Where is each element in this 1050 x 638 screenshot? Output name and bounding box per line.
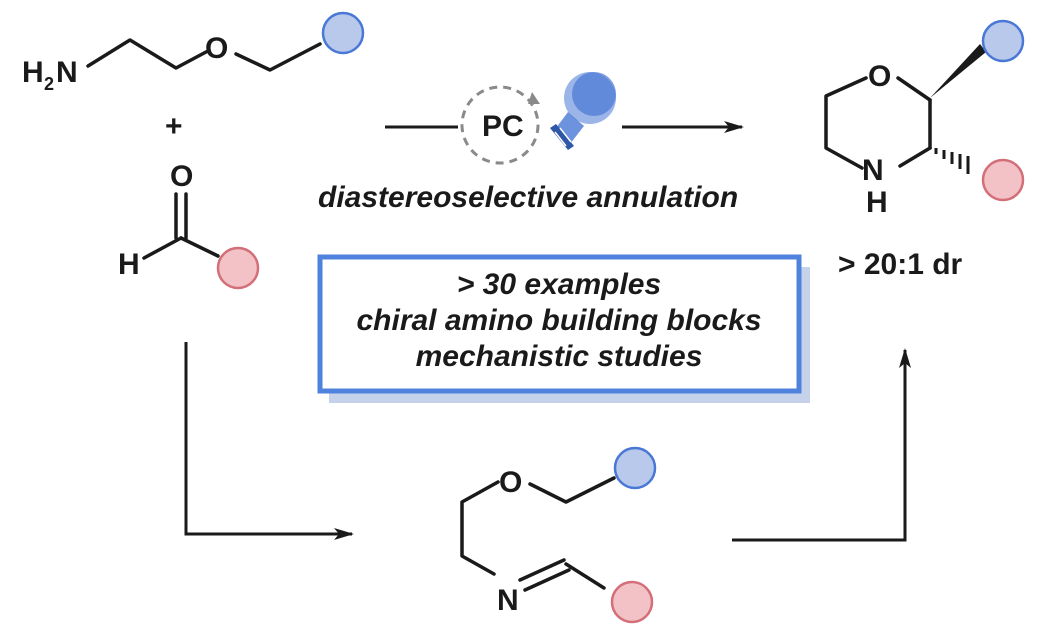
morpholine-product: O N H (824, 19, 1025, 219)
wedge-bond (930, 44, 986, 98)
dr-label: > 20:1 dr (838, 248, 963, 281)
product-nitrogen-label: N (862, 154, 884, 187)
hash-bond (934, 148, 970, 174)
intermediate-oxygen-label: O (499, 466, 522, 499)
amine-subscript-2: 2 (44, 74, 54, 94)
reaction-label: diastereoselective annulation (318, 181, 738, 214)
amine-chain-bonds (86, 38, 208, 70)
intermediate-red-substituent (610, 580, 654, 624)
amine-h-label: H (22, 56, 44, 89)
product-red-substituent (981, 158, 1025, 202)
imine-intermediate: O N (460, 446, 657, 624)
ether-chain-bonds (234, 42, 322, 72)
aldehyde-h-label: H (118, 248, 140, 281)
aldehyde-reactant: O H (118, 160, 260, 290)
aldehyde-oxygen-label: O (170, 160, 193, 193)
ring-left-bonds (824, 76, 868, 170)
red-substituent-circle (216, 246, 260, 290)
intermediate-ether-chain (528, 476, 616, 504)
aldehyde-h-bond (142, 236, 183, 260)
blue-substituent-circle (321, 11, 365, 55)
lightbulb-icon (550, 72, 616, 150)
ring-c3-n-bond (898, 146, 932, 168)
imine-bond-lower (523, 568, 571, 592)
intermediate-nitrogen-label: N (497, 584, 519, 617)
ether-oxygen-label: O (205, 32, 228, 65)
summary-line-mechanistic: mechanistic studies (416, 340, 703, 373)
intermediate-left-chain (460, 480, 500, 576)
imine-r-bond (564, 562, 606, 590)
intermediate-blue-substituent (613, 446, 657, 490)
ring-o-c2-bond (896, 76, 932, 102)
product-blue-substituent (981, 19, 1025, 63)
summary-line-building-blocks: chiral amino building blocks (356, 304, 761, 337)
down-right-arrow (184, 342, 354, 540)
cycle-arrowhead-icon (528, 92, 540, 104)
aldehyde-r-bond (179, 236, 220, 258)
amine-n-label: N (56, 56, 78, 89)
summary-box: > 30 examples chiral amino building bloc… (317, 254, 810, 403)
summary-box-frame (317, 254, 802, 394)
catalyst-label: PC (482, 110, 524, 143)
plus-sign: + (165, 110, 183, 143)
product-oxygen-label: O (868, 60, 891, 93)
right-up-arrow (732, 348, 911, 542)
amine-reactant: H 2 N O (22, 11, 365, 94)
photocatalysis-arrow: PC (385, 72, 744, 165)
catalytic-cycle-circle (460, 85, 540, 165)
summary-line-examples: > 30 examples (457, 268, 661, 301)
imine-bond-upper (518, 558, 566, 582)
product-nh-label: H (866, 186, 888, 219)
